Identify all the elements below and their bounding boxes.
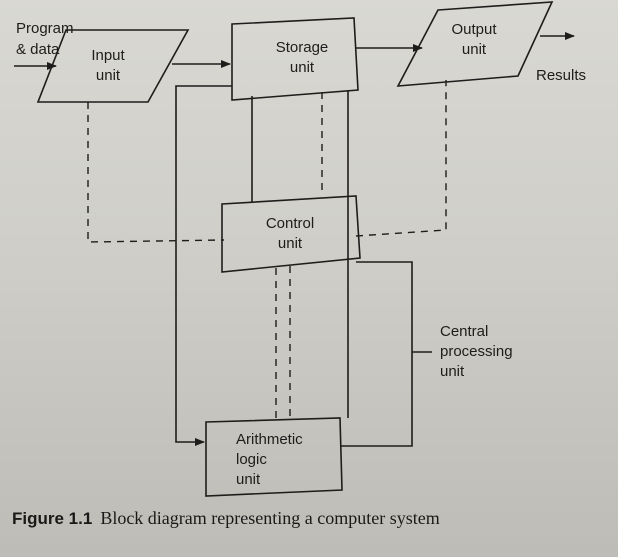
control-to-input-signal [87, 102, 225, 243]
control-to-output-signal [355, 80, 447, 237]
figure-number: Figure 1.1 [12, 509, 93, 528]
figure-caption-text: Block diagram representing a computer sy… [100, 508, 440, 528]
output-unit-box [396, 1, 554, 87]
results-label: Results [536, 67, 587, 84]
alu-box [205, 417, 343, 497]
control-unit-label: Control unit [265, 215, 315, 252]
cpu-label: Central processing unit [440, 323, 513, 380]
control-unit-box [221, 195, 361, 273]
storage-unit-label: Storage unit [275, 39, 329, 76]
cpu-bracket [340, 261, 413, 447]
alu-label: Arithmetic logic unit [236, 431, 303, 488]
figure-caption: Figure 1.1 Block diagram representing a c… [12, 508, 612, 529]
input-unit-box [36, 29, 190, 103]
output-unit-label: Output unit [451, 21, 497, 58]
input-unit-label: Input unit [91, 47, 125, 84]
storage-unit-box [231, 17, 359, 101]
program-data-label: Program & data [16, 20, 74, 58]
block-diagram [14, 1, 575, 497]
storage-to-alu-path [175, 85, 232, 446]
